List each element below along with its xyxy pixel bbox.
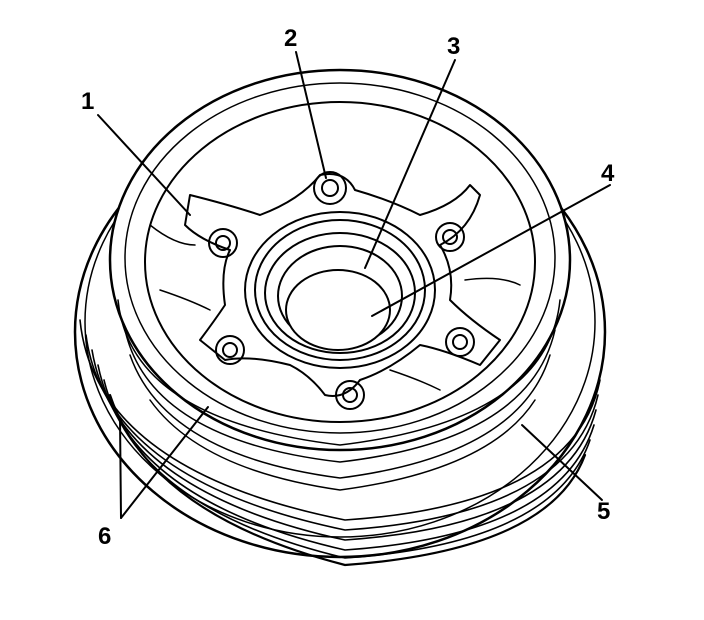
bolt-holes: [208, 171, 475, 410]
callout-4: 4: [601, 160, 615, 187]
belt-grooves: [79, 319, 601, 567]
callout-3: 3: [447, 33, 461, 60]
center-hole: [285, 269, 391, 351]
callout-1: 1: [81, 88, 95, 115]
callout-6: 6: [98, 523, 112, 550]
callout-2: 2: [284, 25, 298, 52]
callout-5: 5: [597, 498, 611, 525]
leader-lines: [97, 51, 611, 519]
